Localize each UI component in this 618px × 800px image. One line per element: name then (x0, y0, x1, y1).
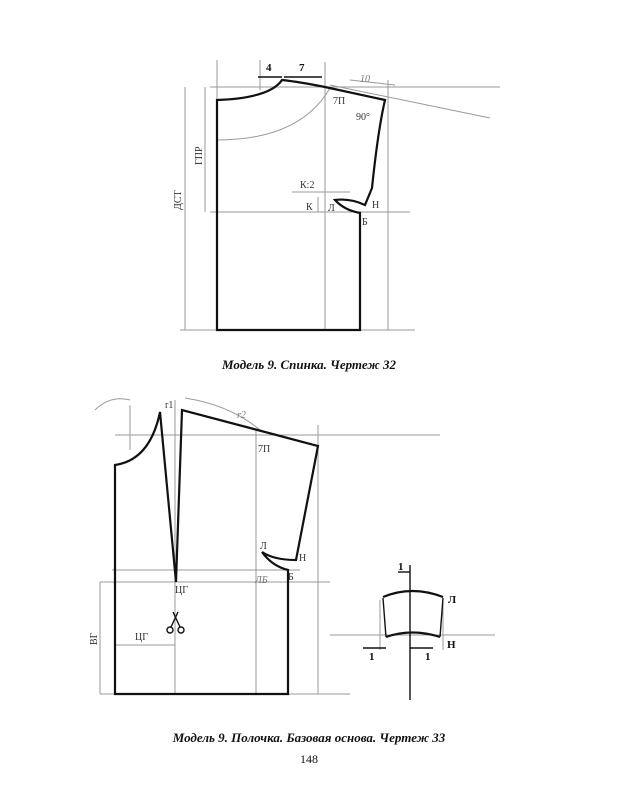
label-b-front: Б (288, 572, 294, 583)
label-detail-left: 1 (369, 651, 375, 663)
label-dim-4: 4 (266, 62, 272, 74)
detail-bottom-curve (385, 631, 441, 639)
label-l: Л (328, 203, 335, 214)
label-r1: r1 (165, 400, 173, 411)
label-k: К (306, 202, 313, 213)
label-l-front: Л (260, 541, 267, 552)
label-r2: r2 (237, 410, 246, 421)
label-detail-l: Л (448, 594, 457, 606)
label-vg: ВГ (89, 632, 100, 645)
detail-sides (382, 597, 444, 638)
label-detail-right: 1 (425, 651, 431, 663)
arc-r2 (184, 397, 261, 431)
front-outline (113, 408, 320, 696)
label-detail-top: 1 (398, 561, 404, 573)
label-angle-90: 90° (356, 112, 370, 123)
back-outline (215, 78, 387, 332)
shoulder-slope-line (329, 84, 491, 119)
dim-line-10 (349, 79, 396, 86)
label-lb: ЛБ (254, 575, 268, 586)
label-n-front: Н (299, 553, 306, 564)
label-7p: 7П (333, 96, 345, 107)
arc-line (216, 87, 331, 141)
label-cg-top: ЦГ (175, 585, 188, 596)
caption-figure-32: Модель 9. Спинка. Чертеж 32 (222, 357, 396, 372)
detail-top-curve (382, 589, 444, 599)
label-dst: ДСТ (173, 190, 184, 210)
label-7p-front: 7П (258, 444, 270, 455)
arc-line (94, 398, 131, 411)
label-cg-bottom: ЦГ (135, 632, 148, 643)
scissors-icon (166, 611, 185, 634)
label-dim-7: 7 (299, 62, 305, 74)
label-b: Б (362, 217, 368, 228)
label-n: Н (372, 200, 379, 211)
label-gpr: ГПР (194, 146, 205, 165)
caption-figure-33: Модель 9. Полочка. Базовая основа. Черте… (172, 730, 446, 745)
label-dim-10: 10 (360, 74, 370, 85)
label-detail-n: Н (447, 639, 456, 651)
label-k2: К:2 (300, 180, 314, 191)
page-number: 148 (300, 752, 318, 766)
